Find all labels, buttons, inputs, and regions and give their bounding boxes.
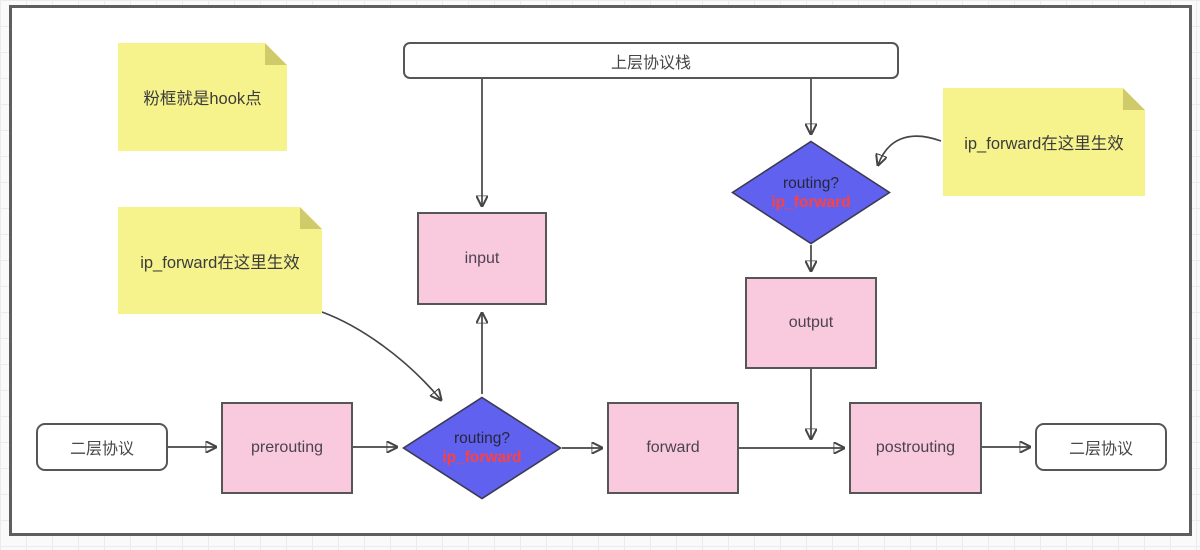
l2-left-node: 二层协议 — [36, 423, 168, 471]
forward-label: forward — [646, 439, 700, 456]
hook-note-text: 粉框就是hook点 — [143, 90, 262, 108]
left-ip-forward-note: ip_forward在这里生效 — [118, 207, 322, 314]
right-ip-forward-note: ip_forward在这里生效 — [943, 88, 1145, 196]
left-ip-forward-note-text: ip_forward在这里生效 — [140, 253, 300, 272]
l2-left-label: 二层协议 — [69, 441, 134, 458]
input-node: input — [417, 212, 547, 305]
hook-note: 粉框就是hook点 — [118, 43, 287, 151]
upper-stack-label: 上层协议栈 — [610, 54, 691, 72]
routing-decision-bottom: routing? ip_forward — [402, 396, 562, 500]
l2-right-node: 二层协议 — [1035, 423, 1167, 471]
right-ip-forward-note-text: ip_forward在这里生效 — [964, 135, 1124, 153]
routing-question-label: routing? — [453, 430, 510, 447]
output-node: output — [745, 277, 877, 369]
l2-right-label: 二层协议 — [1068, 441, 1133, 458]
ip-forward-label: ip_forward — [771, 193, 851, 211]
diamond-shape — [731, 140, 891, 245]
forward-node: forward — [607, 402, 739, 494]
upper-stack-node: 上层协议栈 — [403, 42, 899, 79]
routing-decision-top: routing? ip_forward — [731, 140, 891, 245]
postrouting-node: postrouting — [849, 402, 982, 494]
prerouting-node: prerouting — [221, 402, 353, 494]
ip-forward-label: ip_forward — [442, 449, 522, 466]
prerouting-label: prerouting — [250, 439, 324, 456]
diamond-shape — [402, 396, 562, 500]
postrouting-label: postrouting — [875, 439, 956, 456]
output-label: output — [788, 314, 834, 331]
input-label: input — [464, 249, 500, 267]
routing-question-label: routing? — [782, 174, 839, 192]
